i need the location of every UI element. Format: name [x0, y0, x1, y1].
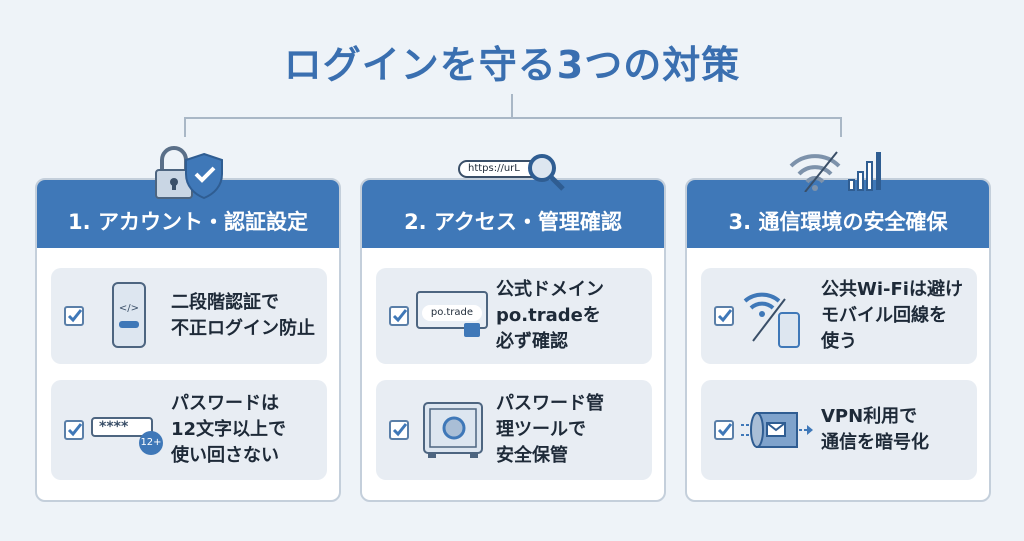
lock-shield-icon — [155, 146, 223, 200]
list-item: VPN利用で通信を暗号化 — [701, 380, 977, 480]
list-item: 公共Wi-Fiは避けモバイル回線を使う — [701, 268, 977, 364]
checkbox-checked-icon — [713, 419, 735, 441]
checkbox-checked-icon — [63, 305, 85, 327]
connector — [184, 117, 842, 119]
browser-lock-icon: po.trade — [414, 281, 492, 351]
card-access-check: https://urL 2. アクセス・管理確認 po.trade 公式ドメイン… — [360, 154, 666, 502]
card-heading: 3. 通信環境の安全確保 — [687, 180, 989, 248]
page-title: ログインを守る3つの対策 — [283, 43, 741, 87]
list-item: </> 二段階認証で不正ログイン防止 — [51, 268, 327, 364]
connector — [840, 117, 842, 137]
checkbox-checked-icon — [713, 305, 735, 327]
item-text: 公共Wi-Fiは避けモバイル回線を使う — [821, 279, 963, 352]
url-search-icon: https://urL — [458, 154, 568, 198]
password-field-icon: **** 12+ — [89, 395, 167, 465]
card-network-security: 3. 通信環境の安全確保 公共Wi-Fiは避けモバイル回線を使う VPN利用で通… — [685, 151, 991, 502]
length-badge: 12+ — [139, 431, 163, 455]
card-heading: 2. アクセス・管理確認 — [362, 180, 664, 248]
card-account-auth: 1. アカウント・認証設定 </> 二段階認証で不正ログイン防止 **** 12… — [35, 146, 341, 502]
connector — [184, 117, 186, 137]
connector — [511, 94, 513, 118]
wifi-phone-icon — [743, 292, 800, 348]
checkbox-checked-icon — [63, 419, 85, 441]
item-text: 二段階認証で不正ログイン防止 — [171, 292, 315, 339]
safe-icon — [423, 402, 483, 458]
vpn-tunnel-icon — [741, 412, 813, 448]
item-text: パスワード管理ツールで安全保管 — [496, 393, 604, 466]
svg-text:</>: </> — [119, 303, 139, 314]
item-text: VPN利用で通信を暗号化 — [821, 406, 929, 453]
wifi-off-signal-icon — [789, 151, 881, 192]
checkbox-checked-icon — [388, 419, 410, 441]
phone-2fa-icon: </> — [112, 282, 146, 348]
checkbox-checked-icon — [388, 305, 410, 327]
list-item: パスワード管理ツールで安全保管 — [376, 380, 652, 480]
